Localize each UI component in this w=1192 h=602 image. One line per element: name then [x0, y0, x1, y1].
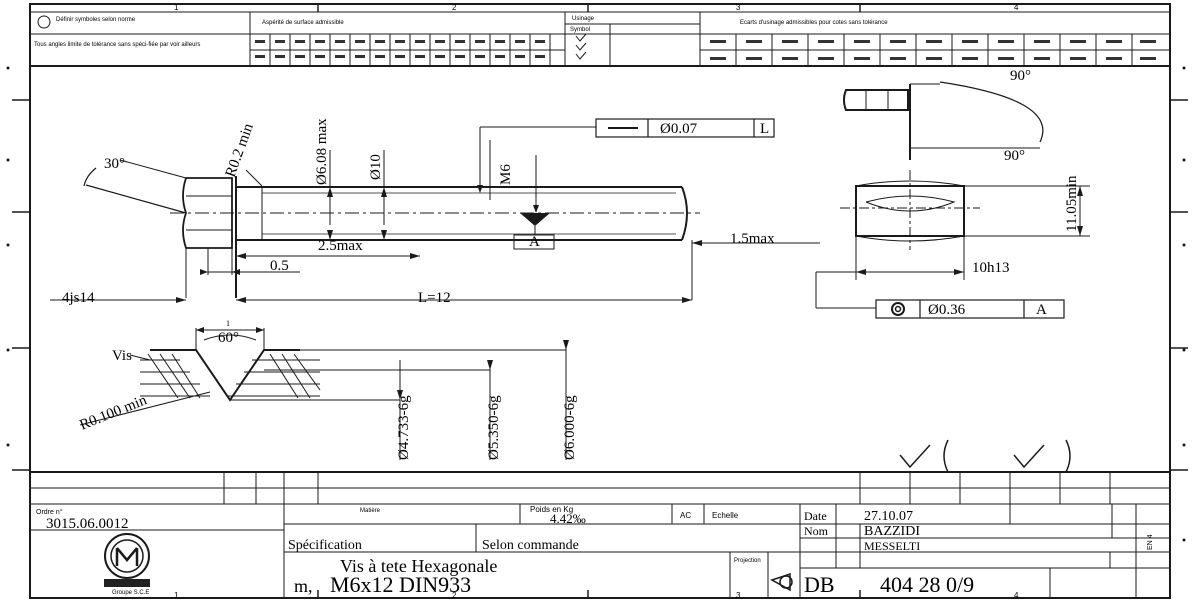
- dimension-arrows: [176, 185, 702, 303]
- thread-m6-label: M6: [498, 164, 514, 185]
- weight-value: 4.42‰: [550, 511, 586, 526]
- zone-number-top-4: 4: [1014, 3, 1019, 12]
- machining-title: Usinage: [572, 16, 595, 22]
- designation-value: Vis à tete Hexagonale: [340, 556, 497, 576]
- spec-label: Spécification: [288, 538, 362, 553]
- ac-label: AC: [680, 511, 691, 520]
- edge-dots: [6, 66, 1186, 542]
- fcf-top: Ø0.07 L: [595, 118, 775, 138]
- header-table: [30, 11, 1170, 66]
- dim-4js14-label: 4js14: [62, 290, 95, 306]
- side-label: EN 4: [1147, 534, 1154, 550]
- material-label: Matière: [360, 508, 381, 514]
- code-prefix: m,: [294, 576, 313, 596]
- fcf-top-value: Ø0.07: [660, 121, 698, 137]
- dia-d3-label: Ø4.733-6g: [396, 395, 412, 460]
- zone-number-top-1: 1: [174, 3, 179, 12]
- dim-11-label: 11.05min: [1064, 175, 1080, 232]
- code-value: M6x12 DIN933: [330, 572, 471, 597]
- scale-label: Echelle: [712, 511, 739, 520]
- company-name: Groupe S.C.E: [112, 590, 149, 596]
- surface-symbol-icon: [37, 15, 51, 29]
- angle-note: Tous angles limite de tolérance sans spé…: [34, 42, 200, 48]
- thread-pitch-label: 1: [226, 319, 230, 328]
- surface-finish-symbols: [899, 439, 1071, 473]
- angle-90-side-label: 90°: [1004, 148, 1025, 164]
- fcf-top-modifier: L: [760, 121, 769, 137]
- weight-label: Poids en Kg: [530, 505, 573, 514]
- title-block-lines: [30, 472, 1170, 598]
- screw-top-view: [843, 81, 1044, 160]
- thread-detail: [79, 328, 567, 460]
- projection-label: Projection: [734, 558, 761, 564]
- fcf-side-datum: A: [1036, 302, 1047, 318]
- name-2: MESSELTI: [864, 539, 920, 553]
- dia-d2-label: Ø5.350-6g: [486, 395, 502, 460]
- sheet-border: [29, 3, 1171, 599]
- dim-2-5-label: 2.5max: [318, 238, 363, 254]
- fcf-side: Ø0.36 A: [875, 299, 1065, 319]
- zone-number-bottom-4: 4: [1014, 591, 1019, 600]
- zone-ticks: [12, 4, 1188, 598]
- dia-d-label: Ø6.000-6g: [562, 395, 578, 460]
- dim-0-5-label: 0.5: [270, 258, 289, 274]
- tolerance-title: Ecarts d'usinage admissibles pour cotes …: [740, 20, 888, 26]
- thread-angle-label: 60°: [218, 330, 239, 346]
- dia-10-label: Ø10: [368, 154, 384, 180]
- drawing-number: 404 28 0/9: [880, 572, 974, 597]
- head-radius-label: R0.2 min: [223, 121, 257, 179]
- name-1: BAZZIDI: [864, 524, 920, 539]
- roughness-title: Aspérité de surface admissible: [262, 20, 344, 26]
- dim-length-label: L=12: [418, 290, 451, 306]
- order-label: Ordre n°: [36, 508, 63, 516]
- dim-10h13-label: 10h13: [972, 260, 1010, 276]
- angle-90-top-label: 90°: [1010, 68, 1031, 84]
- zone-number-bottom-2: 2: [452, 591, 457, 600]
- machining-symbols: [575, 33, 587, 60]
- end-view-arrows: [856, 186, 1083, 275]
- thread-arrows: [196, 327, 569, 400]
- dim-1-5-label: 1.5max: [730, 231, 775, 247]
- screw-front-view: [50, 126, 820, 301]
- symbol-column-label: Symbol: [570, 27, 590, 33]
- db-label: DB: [804, 572, 835, 597]
- angle-30-label: 30°: [104, 156, 125, 172]
- name-label: Nom: [804, 524, 829, 538]
- surface-note: Définir symboles selon norme: [56, 17, 136, 23]
- zone-number-top-2: 2: [452, 3, 457, 12]
- datum-box: [513, 234, 555, 250]
- date-value: 27.10.07: [864, 509, 913, 524]
- zone-number-bottom-1: 1: [174, 591, 179, 600]
- dia-6-label: Ø6.08 max: [314, 118, 330, 185]
- thread-radius-label: R0.100 min: [78, 392, 150, 434]
- zone-number-bottom-3: 3: [736, 591, 741, 600]
- spec-value: Selon commande: [482, 538, 579, 553]
- projection-icon: [770, 572, 793, 592]
- datum-a-label: A: [529, 234, 540, 250]
- header-cell-values: [255, 40, 1156, 60]
- fcf-side-value: Ø0.36: [928, 302, 966, 318]
- company-logo: [104, 533, 150, 579]
- datum-triangle-icon: [520, 213, 550, 226]
- order-value: 3015.06.0012: [46, 516, 129, 532]
- zone-number-top-3: 3: [736, 3, 741, 12]
- date-label: Date: [804, 509, 827, 523]
- thread-root-note: Vis: [112, 348, 132, 364]
- logo-band: [104, 579, 150, 587]
- screw-end-view: [815, 170, 1090, 309]
